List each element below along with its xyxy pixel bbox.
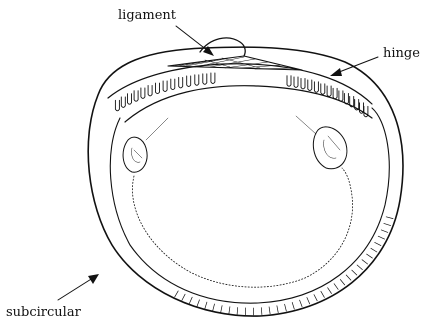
hinge-teeth xyxy=(115,73,368,117)
anterior-pedal-line xyxy=(146,118,168,140)
ligament-label: ligament xyxy=(118,9,176,22)
anterior-muscle-scar-inner xyxy=(131,148,142,162)
subcircular-label: subcircular xyxy=(6,306,81,319)
hinge-plate-lower xyxy=(125,86,372,122)
posterior-pedal-line xyxy=(296,116,316,134)
shell-outline xyxy=(88,47,403,316)
anterior-muscle-scar xyxy=(123,137,147,172)
hinge-arrowhead xyxy=(330,68,342,76)
pallial-line xyxy=(132,168,352,287)
subcircular-arrowhead xyxy=(88,274,99,284)
posterior-muscle-scar-inner xyxy=(324,136,340,158)
hinge-label: hinge xyxy=(383,47,420,60)
shell-inner-rim xyxy=(110,108,389,303)
posterior-muscle-scar xyxy=(313,127,347,169)
